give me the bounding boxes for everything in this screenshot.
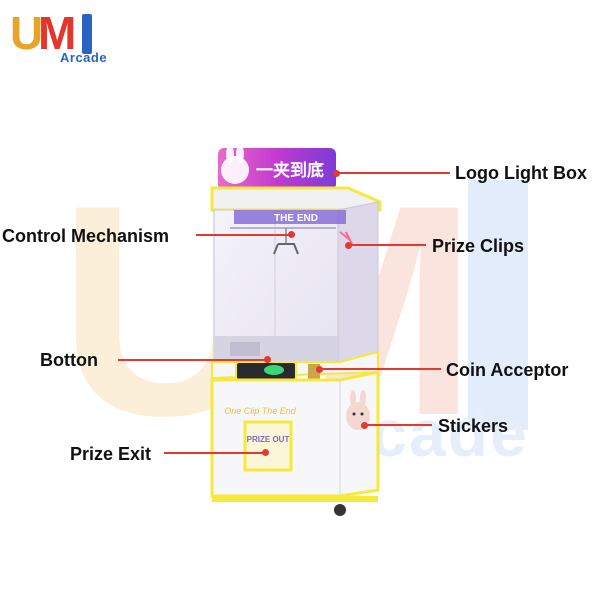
control-mechanism-line [196,234,290,236]
prize-clips-line [348,244,426,246]
label-control-mechanism: Control Mechanism [2,226,170,246]
umi-arcade-logo: U M Arcade [10,7,107,65]
banner-text: THE END [274,213,318,224]
claw-machine-image: 一夹到底 THE END One Clip The End PRIZE OUT [210,145,382,516]
logo-light-box-line [336,172,450,174]
front-text: One Clip The End [224,406,297,416]
label-prize-exit: Prize Exit [70,444,152,464]
logo-light-box [218,148,336,190]
label-coin-acceptor: Coin Acceptor [446,360,569,380]
control-button [264,365,284,375]
coin-acceptor-line [319,368,441,370]
label-botton: Botton [40,350,98,370]
logo-letter-m: M [38,7,77,59]
logo-arcade-text: Arcade [60,50,108,65]
stickers-line [364,424,432,426]
label-logo-light-box: Logo Light Box [455,163,587,183]
prize-exit-line [164,452,264,454]
sign-text: 一夹到底 [256,160,324,180]
logo-letter-i-bar [82,14,92,54]
prize-exit [243,420,293,472]
prize-clip [273,243,299,255]
control-mechanism-pointer [288,231,295,238]
label-stickers: Stickers [438,416,509,436]
logo-letter-u: U [10,7,44,59]
botton-pointer [264,356,271,363]
watermark-i [468,180,528,430]
prize-exit-pointer [262,449,269,456]
botton-line [118,359,266,361]
exit-text: PRIZE OUT [247,435,290,444]
label-prize-clips: Prize Clips [432,236,525,256]
